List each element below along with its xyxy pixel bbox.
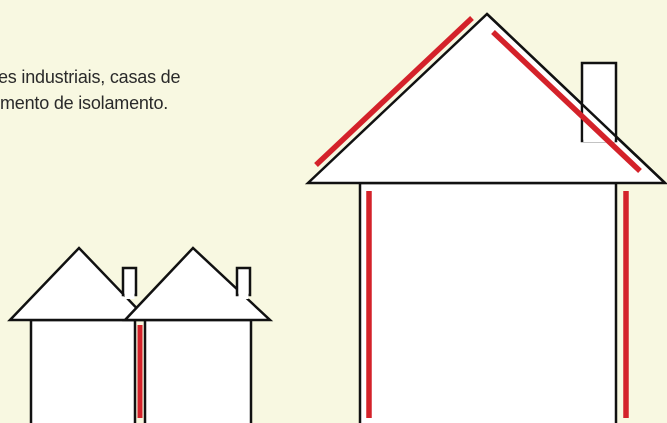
caption-text: es industriais, casas de mento de isolam… (0, 64, 260, 116)
small-house-right-body (143, 318, 253, 423)
caption-line-2: mento de isolamento. (0, 93, 169, 113)
large-house-body (358, 181, 618, 423)
small-house-right-icon (122, 246, 274, 423)
small-house-right-chimney-mask (238, 289, 249, 299)
large-house-roof-edge-redraw (486, 13, 666, 184)
small-house-left-body (29, 318, 137, 423)
small-house-left-chimney-mask (124, 289, 135, 299)
small-house-left-icon (7, 246, 151, 423)
caption-line-1: es industriais, casas de (0, 67, 181, 87)
large-house-icon (304, 12, 667, 423)
insulation-strip-roof-right (491, 30, 642, 173)
insulation-strip-roof-left (314, 15, 474, 168)
small-house-left-roof (7, 246, 151, 322)
small-house-right-roof (122, 246, 274, 322)
